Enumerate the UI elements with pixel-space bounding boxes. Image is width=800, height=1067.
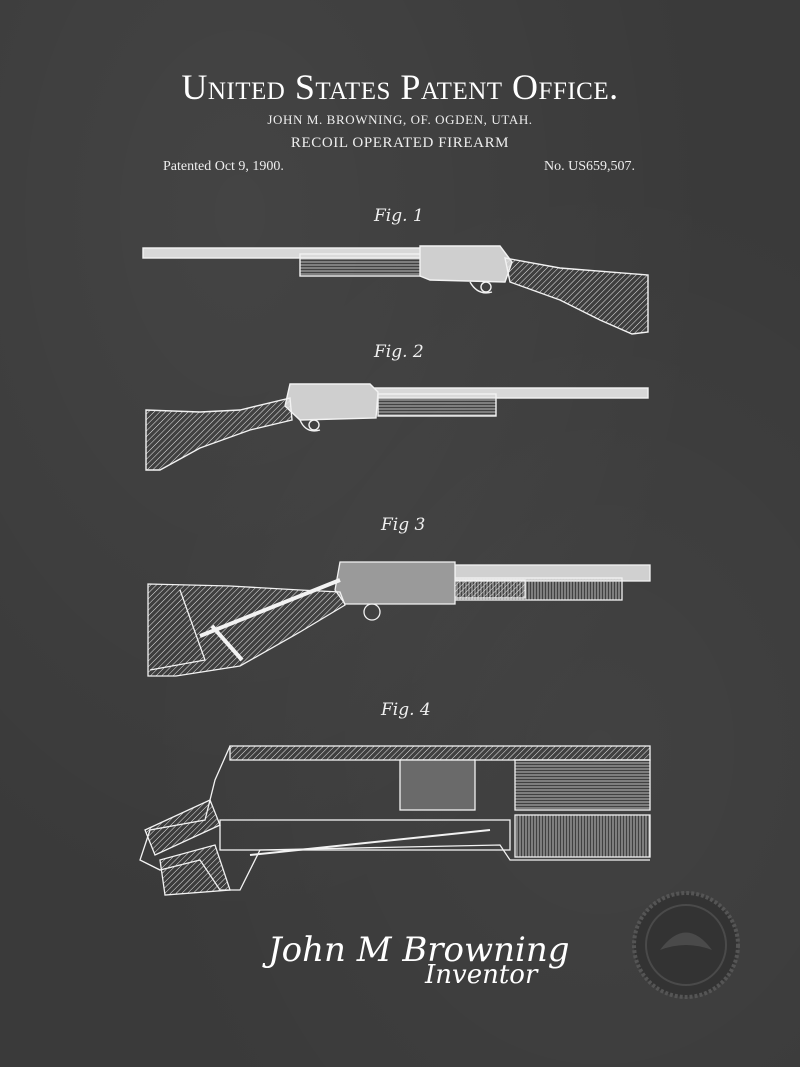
fig-1-trigger-guard [469, 281, 493, 294]
fig-2-receiver [284, 383, 379, 421]
fig-2-forend [377, 393, 497, 417]
fig-3-drawing [147, 561, 651, 677]
fig-3-stock-bore [149, 589, 206, 671]
patent-number: No. US659,507. [543, 159, 635, 174]
fig-3-receiver [334, 561, 456, 605]
fig-4-magazine-section [514, 814, 651, 858]
fig-4-link [249, 829, 491, 856]
fig-2-drawing [145, 383, 649, 471]
fig-2-label: Fig. 2 [374, 342, 424, 362]
fig-2-trigger [308, 419, 320, 431]
invention-title: RECOIL OPERATED FIREARM [290, 135, 510, 151]
fig-2-trigger-guard [299, 419, 321, 432]
fig-3-stock [147, 583, 346, 677]
fig-4-lower-frame [219, 819, 511, 851]
inventor-line: JOHN M. BROWNING, OF. OGDEN, UTAH. [267, 112, 533, 127]
fig-1-receiver [419, 245, 513, 283]
fig-4-spring-housing [144, 799, 221, 856]
fig-4-drawing [139, 745, 651, 896]
fig-3-trigger-guard [363, 603, 381, 621]
fig-3-recoil-tube [199, 578, 341, 638]
fig-4-bolt-carrier [399, 759, 476, 811]
eagle-seal-icon [632, 891, 740, 999]
fig-1-label: Fig. 1 [374, 206, 424, 226]
fig-4-label: Fig. 4 [381, 700, 431, 720]
fig-1-stock [504, 257, 649, 335]
fig-1-trigger [480, 281, 492, 293]
fig-1-forend [299, 253, 423, 277]
patent-date: Patented Oct 9, 1900. [163, 159, 284, 174]
fig-2-stock [145, 397, 293, 471]
signature-name: John M Browning [268, 930, 570, 970]
fig-3-bolt [210, 624, 244, 662]
page-title: United States Patent Office. [181, 67, 619, 107]
signature-role: Inventor [425, 960, 538, 990]
fig-4-barrel-section [514, 759, 651, 811]
fig-1-drawing [142, 245, 649, 335]
fig-4-top-frame [229, 745, 651, 761]
fig-3-label: Fig 3 [381, 515, 426, 535]
fig-4-butt-section [159, 844, 231, 896]
